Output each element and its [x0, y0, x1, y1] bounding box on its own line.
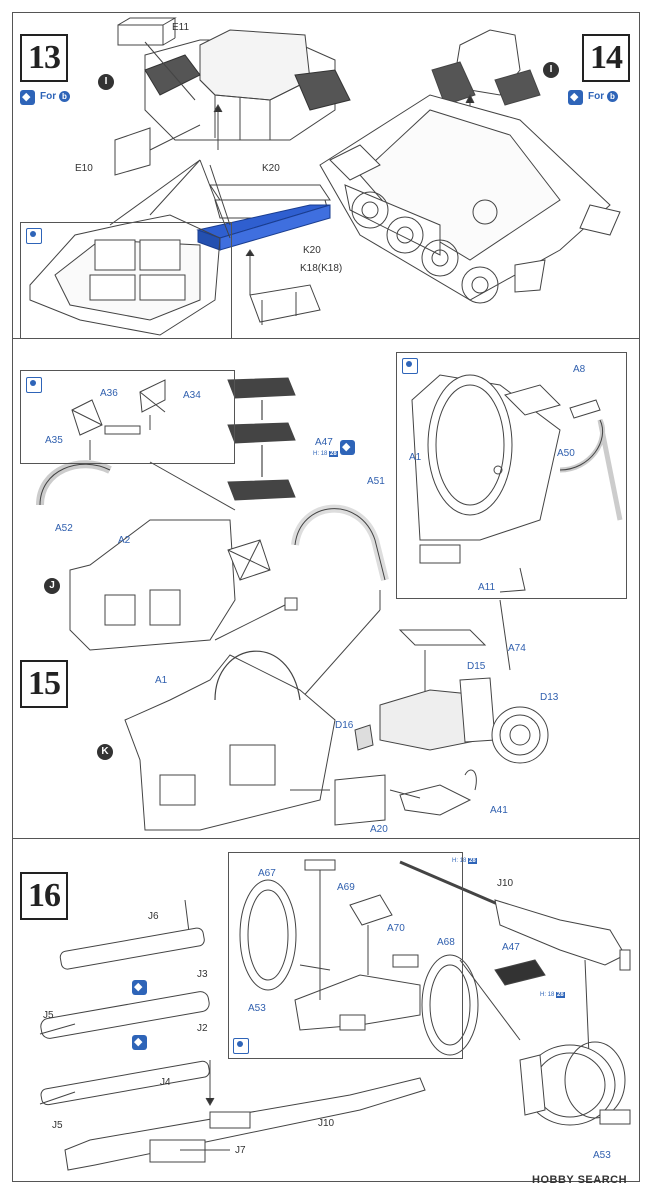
part-label: A70 — [387, 923, 405, 934]
part-label: D15 — [467, 661, 486, 672]
part-label: J3 — [197, 969, 208, 980]
variant-letter: b — [606, 91, 618, 102]
option-icon — [20, 90, 35, 105]
part-label: D13 — [540, 692, 559, 703]
step-number-15: 15 — [20, 660, 68, 708]
step-number-16: 16 — [20, 872, 68, 920]
paint-icon — [233, 1038, 249, 1054]
part-label: A20 — [370, 824, 388, 835]
option-icon — [568, 90, 583, 105]
part-label: A69 — [337, 882, 355, 893]
part-label: A47 — [502, 942, 520, 953]
part-label: J10 — [497, 878, 514, 889]
part-label: A53 — [593, 1150, 611, 1161]
for-label: For — [588, 91, 605, 103]
step13-stowage-racks — [196, 184, 331, 325]
step13-inset-frame — [20, 222, 232, 339]
inset13-leader-a — [109, 159, 201, 226]
option-icon — [132, 1035, 147, 1050]
part-label: J6 — [148, 911, 159, 922]
step-number-14: 14 — [582, 34, 630, 82]
part-label: A67 — [258, 868, 276, 879]
variant-note-13: For b — [40, 91, 70, 102]
step16-left-parts — [39, 899, 426, 1171]
part-label: A8 — [573, 364, 586, 375]
variant-letter: b — [58, 91, 70, 102]
part-label: J2 — [197, 1023, 208, 1034]
step15-left-inset-frame — [20, 370, 235, 464]
inset13-leader-b — [209, 164, 231, 226]
part-label: K20 — [303, 245, 321, 256]
part-label: A51 — [367, 476, 385, 487]
step16-inset-frame — [228, 852, 463, 1059]
part-label: A53 — [248, 1003, 266, 1014]
step13-inset-drawing — [29, 159, 231, 336]
option-icon — [340, 440, 355, 455]
inset15l-leader — [149, 461, 236, 511]
part-label: K20 — [262, 163, 280, 174]
part-label: A74 — [508, 643, 526, 654]
part-label: J4 — [160, 1077, 171, 1088]
part-label: A68 — [437, 937, 455, 948]
step-number-13: 13 — [20, 34, 68, 82]
part-label: E11 — [172, 22, 190, 33]
part-label: D16 — [335, 720, 354, 731]
section-divider-13-15 — [12, 338, 639, 339]
step16-inset-drawing — [239, 859, 479, 1056]
paint-icon — [26, 228, 42, 244]
color-code: H: 18 28 — [540, 992, 565, 998]
subassembly-marker-i: I — [543, 62, 559, 78]
step15-subassembly-j — [36, 460, 389, 701]
subassembly-marker-j: J — [44, 578, 60, 594]
part-label: A47 — [315, 437, 333, 448]
watermark: HOBBY SEARCH — [532, 1174, 628, 1186]
step15-inset-right-drawing — [411, 374, 623, 593]
color-code: H: 18 28 — [313, 451, 338, 457]
part-label: J5 — [43, 1010, 54, 1021]
for-label: For — [40, 91, 57, 103]
inset16-leader — [459, 959, 521, 1041]
paint-icon — [26, 377, 42, 393]
step16-gun-assembly — [399, 860, 631, 1126]
step15-right-inset-frame — [396, 352, 627, 599]
part-label: A36 — [100, 388, 118, 399]
subassembly-marker-k: K — [97, 744, 113, 760]
part-label: A35 — [45, 435, 63, 446]
a47-magazines — [227, 377, 296, 501]
option-icon — [132, 980, 147, 995]
page-border — [12, 12, 640, 1182]
part-label: J10 — [318, 1118, 335, 1129]
color-code: H: 18 28 — [452, 858, 477, 864]
paint-icon — [402, 358, 418, 374]
inset15r-leader — [499, 599, 511, 671]
subassembly-marker-i: I — [98, 74, 114, 90]
step14-hull — [319, 29, 621, 304]
step15-hull-side-a1 — [124, 597, 549, 831]
part-label: J5 — [52, 1120, 63, 1131]
part-label: A34 — [183, 390, 201, 401]
step15-inset-left-drawing — [71, 379, 166, 460]
part-label: J7 — [235, 1145, 246, 1156]
part-label: A2 — [118, 535, 131, 546]
part-label: A1 — [409, 452, 422, 463]
variant-note-14: For b — [588, 91, 618, 102]
step13-turret-ring — [114, 17, 351, 176]
part-label: A41 — [490, 805, 508, 816]
part-label: A50 — [557, 448, 575, 459]
part-label: A52 — [55, 523, 73, 534]
section-divider-15-16 — [12, 838, 639, 839]
part-label: A11 — [478, 582, 496, 593]
part-label: K18(K18) — [300, 263, 343, 274]
part-label: E10 — [75, 163, 93, 174]
part-label: A1 — [155, 675, 168, 686]
